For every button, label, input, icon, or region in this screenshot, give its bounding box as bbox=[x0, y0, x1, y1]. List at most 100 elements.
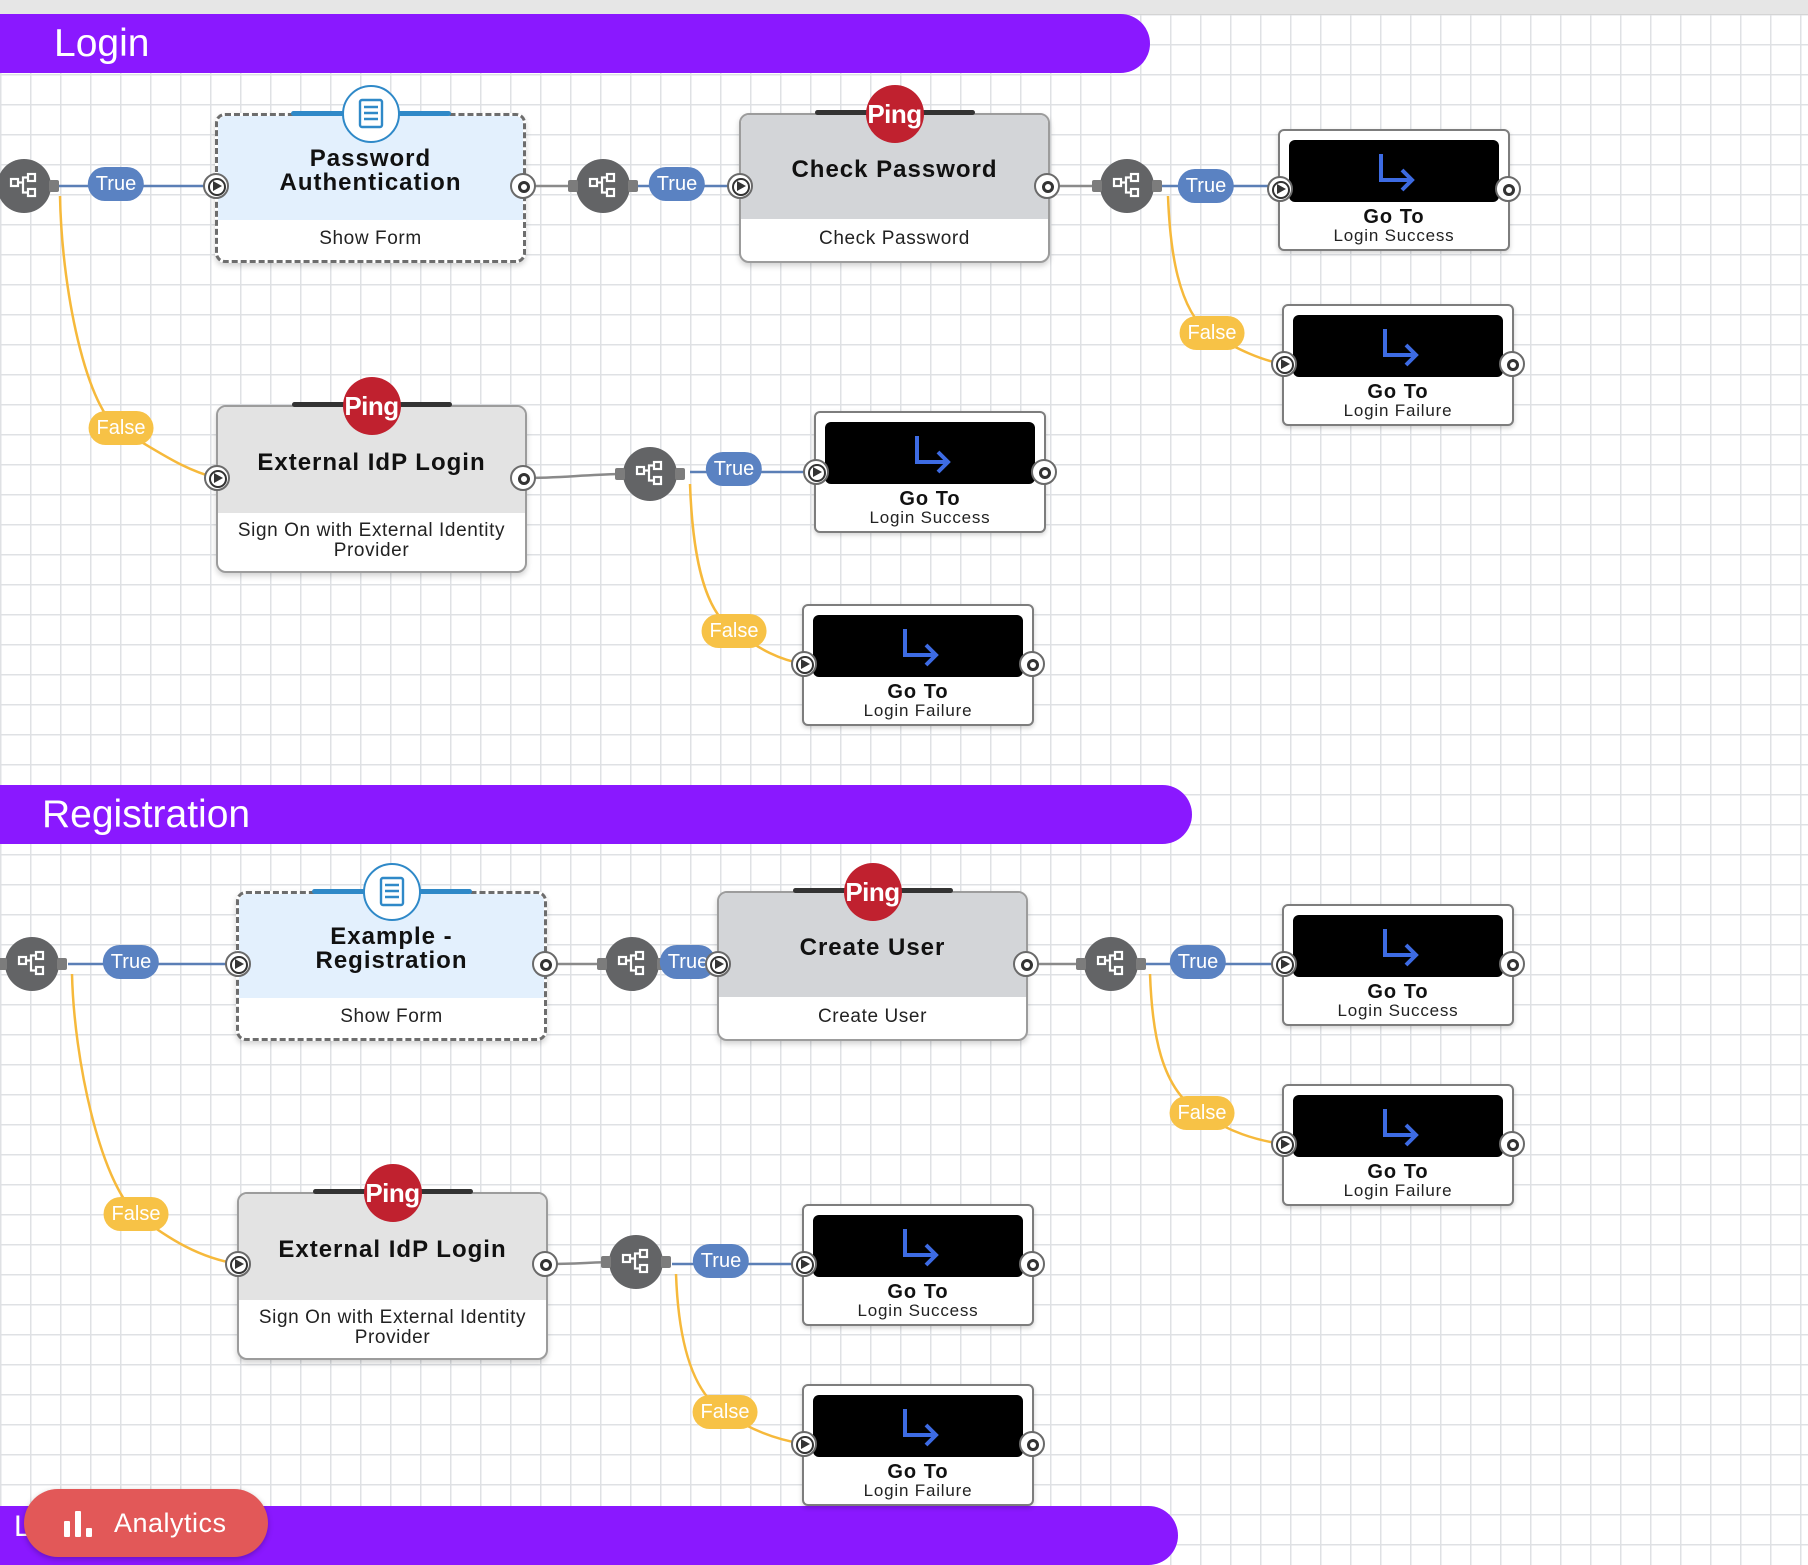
input-port[interactable] bbox=[791, 651, 817, 677]
goto-arrow-icon bbox=[903, 629, 939, 667]
false-label: False bbox=[1179, 316, 1245, 350]
analytics-button[interactable]: Analytics bbox=[24, 1489, 268, 1557]
false-label: False bbox=[692, 1395, 758, 1429]
section-banner-registration: Registration bbox=[0, 785, 1192, 844]
output-port[interactable] bbox=[1499, 951, 1525, 977]
goto-login-failure[interactable]: Go To Login Failure bbox=[802, 1384, 1034, 1506]
node-subtitle-line: Provider bbox=[333, 540, 410, 561]
false-label: False bbox=[701, 614, 767, 648]
input-port[interactable] bbox=[1271, 351, 1297, 377]
node-title: Example - bbox=[330, 923, 453, 950]
goto-target: Login Failure bbox=[1343, 401, 1453, 420]
goto-target: Login Success bbox=[857, 1301, 979, 1320]
section-title: Login bbox=[54, 22, 150, 65]
node-external-idp-login[interactable]: External IdP Login Sign On with External… bbox=[237, 1164, 548, 1360]
goto-login-failure[interactable]: Go To Login Failure bbox=[802, 604, 1034, 726]
output-port[interactable] bbox=[532, 951, 558, 977]
input-port[interactable] bbox=[225, 1251, 251, 1277]
output-port[interactable] bbox=[1495, 176, 1521, 202]
input-port[interactable] bbox=[1271, 1131, 1297, 1157]
input-port[interactable] bbox=[203, 173, 229, 199]
ping-logo: Ping bbox=[342, 377, 401, 435]
branch-node[interactable] bbox=[0, 937, 67, 991]
goto-target: Login Success bbox=[869, 508, 991, 527]
goto-login-success[interactable]: Go To Login Success bbox=[814, 411, 1046, 533]
branch-node[interactable] bbox=[597, 937, 667, 991]
output-port[interactable] bbox=[1499, 351, 1525, 377]
output-port[interactable] bbox=[510, 173, 536, 199]
branch-icon bbox=[17, 950, 45, 976]
node-title: External IdP Login bbox=[278, 1236, 507, 1263]
input-port[interactable] bbox=[1267, 176, 1293, 202]
branch-node[interactable] bbox=[615, 447, 685, 501]
goto-header bbox=[813, 615, 1023, 677]
node-title: Create User bbox=[799, 934, 946, 961]
input-port[interactable] bbox=[1271, 951, 1297, 977]
output-port[interactable] bbox=[1019, 1251, 1045, 1277]
node-example-registration[interactable]: Example - Registration Show Form bbox=[236, 863, 547, 1041]
output-port[interactable] bbox=[1031, 459, 1057, 485]
node-subtitle: Create User bbox=[817, 1006, 928, 1027]
goto-arrow-icon bbox=[1379, 154, 1415, 192]
node-create-user[interactable]: Create User Create User Ping bbox=[717, 863, 1028, 1041]
goto-header bbox=[1293, 915, 1503, 977]
goto-title: Go To bbox=[1367, 1161, 1429, 1183]
ping-logo: Ping bbox=[843, 863, 902, 921]
goto-target: Login Success bbox=[1333, 226, 1455, 245]
goto-arrow-icon bbox=[1383, 929, 1419, 967]
goto-target: Login Failure bbox=[1343, 1181, 1453, 1200]
output-port[interactable] bbox=[510, 465, 536, 491]
output-port[interactable] bbox=[1019, 651, 1045, 677]
input-port[interactable] bbox=[204, 465, 230, 491]
goto-title: Go To bbox=[887, 1281, 949, 1303]
node-check-password[interactable]: Check Password Check Password Ping bbox=[739, 85, 1050, 263]
input-port[interactable] bbox=[791, 1251, 817, 1277]
node-external-idp-login[interactable]: External IdP Login Sign On with External… bbox=[216, 377, 527, 573]
true-label: True bbox=[692, 1244, 750, 1278]
ping-logo: Ping bbox=[865, 85, 924, 143]
output-port[interactable] bbox=[532, 1251, 558, 1277]
goto-target: Login Failure bbox=[863, 1481, 973, 1500]
goto-login-success[interactable]: Go To Login Success bbox=[802, 1204, 1034, 1326]
goto-title: Go To bbox=[1367, 981, 1429, 1003]
branch-node[interactable] bbox=[0, 159, 59, 213]
true-label: True bbox=[102, 945, 160, 979]
goto-login-success[interactable]: Go To Login Success bbox=[1282, 904, 1514, 1026]
branch-node[interactable] bbox=[1092, 159, 1162, 213]
goto-login-success[interactable]: Go To Login Success bbox=[1278, 129, 1510, 251]
input-port[interactable] bbox=[727, 173, 753, 199]
input-port[interactable] bbox=[791, 1431, 817, 1457]
branch-icon bbox=[1112, 172, 1140, 198]
goto-title: Go To bbox=[887, 1461, 949, 1483]
node-title: Registration bbox=[315, 947, 468, 974]
goto-arrow-icon bbox=[915, 436, 951, 474]
branch-node[interactable] bbox=[601, 1235, 671, 1289]
form-icon bbox=[362, 863, 421, 921]
branch-icon bbox=[635, 460, 663, 486]
input-port[interactable] bbox=[225, 951, 251, 977]
branch-icon bbox=[1096, 950, 1124, 976]
node-header: Password Authentication bbox=[218, 116, 523, 220]
output-port[interactable] bbox=[1013, 951, 1039, 977]
node-password-authentication[interactable]: Password Authentication Show Form bbox=[215, 85, 526, 263]
output-port[interactable] bbox=[1499, 1131, 1525, 1157]
input-port[interactable] bbox=[803, 459, 829, 485]
node-subtitle-line: Sign On with External Identity bbox=[237, 520, 506, 541]
goto-arrow-icon bbox=[1383, 1109, 1419, 1147]
branch-node[interactable] bbox=[568, 159, 638, 213]
bar-chart-icon bbox=[64, 1509, 94, 1537]
goto-arrow-icon bbox=[1383, 329, 1419, 367]
true-label: True bbox=[705, 452, 763, 486]
output-port[interactable] bbox=[1019, 1431, 1045, 1457]
node-title: Password bbox=[309, 145, 432, 172]
node-subtitle: Sign On with External Identity Provider bbox=[239, 1304, 546, 1358]
node-subtitle: Check Password bbox=[819, 228, 970, 249]
goto-title: Go To bbox=[887, 681, 949, 703]
branch-node[interactable] bbox=[1076, 937, 1146, 991]
node-header: Check Password bbox=[741, 115, 1048, 219]
goto-login-failure[interactable]: Go To Login Failure bbox=[1282, 304, 1514, 426]
node-subtitle: Show Form bbox=[340, 1006, 443, 1027]
input-port[interactable] bbox=[705, 951, 731, 977]
output-port[interactable] bbox=[1034, 173, 1060, 199]
goto-login-failure[interactable]: Go To Login Failure bbox=[1282, 1084, 1514, 1206]
